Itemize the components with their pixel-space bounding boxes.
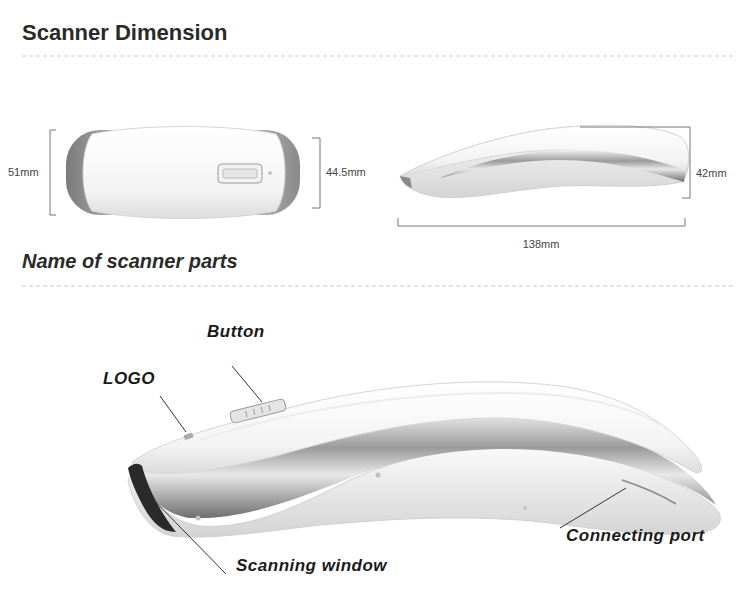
dimension-bracket xyxy=(50,130,320,215)
dimension-label: 138mm xyxy=(523,238,560,250)
top-view xyxy=(66,127,300,219)
leader-line xyxy=(140,366,626,574)
part-name: Scanning window xyxy=(236,556,387,576)
dimension-label: 51mm xyxy=(8,166,39,178)
dimension-bracket xyxy=(398,127,690,226)
dashed-rule xyxy=(22,56,735,57)
section-heading: Scanner Dimension xyxy=(22,20,227,46)
part-name: Button xyxy=(207,322,265,342)
main-view xyxy=(128,382,720,537)
dimension-label: 42mm xyxy=(696,167,727,179)
part-name: LOGO xyxy=(103,369,155,389)
part-name: Connecting port xyxy=(566,526,705,546)
dimension-label: 44.5mm xyxy=(326,166,366,178)
dashed-rule xyxy=(22,286,735,287)
side-view xyxy=(400,125,689,197)
section-heading: Name of scanner parts xyxy=(22,250,238,273)
